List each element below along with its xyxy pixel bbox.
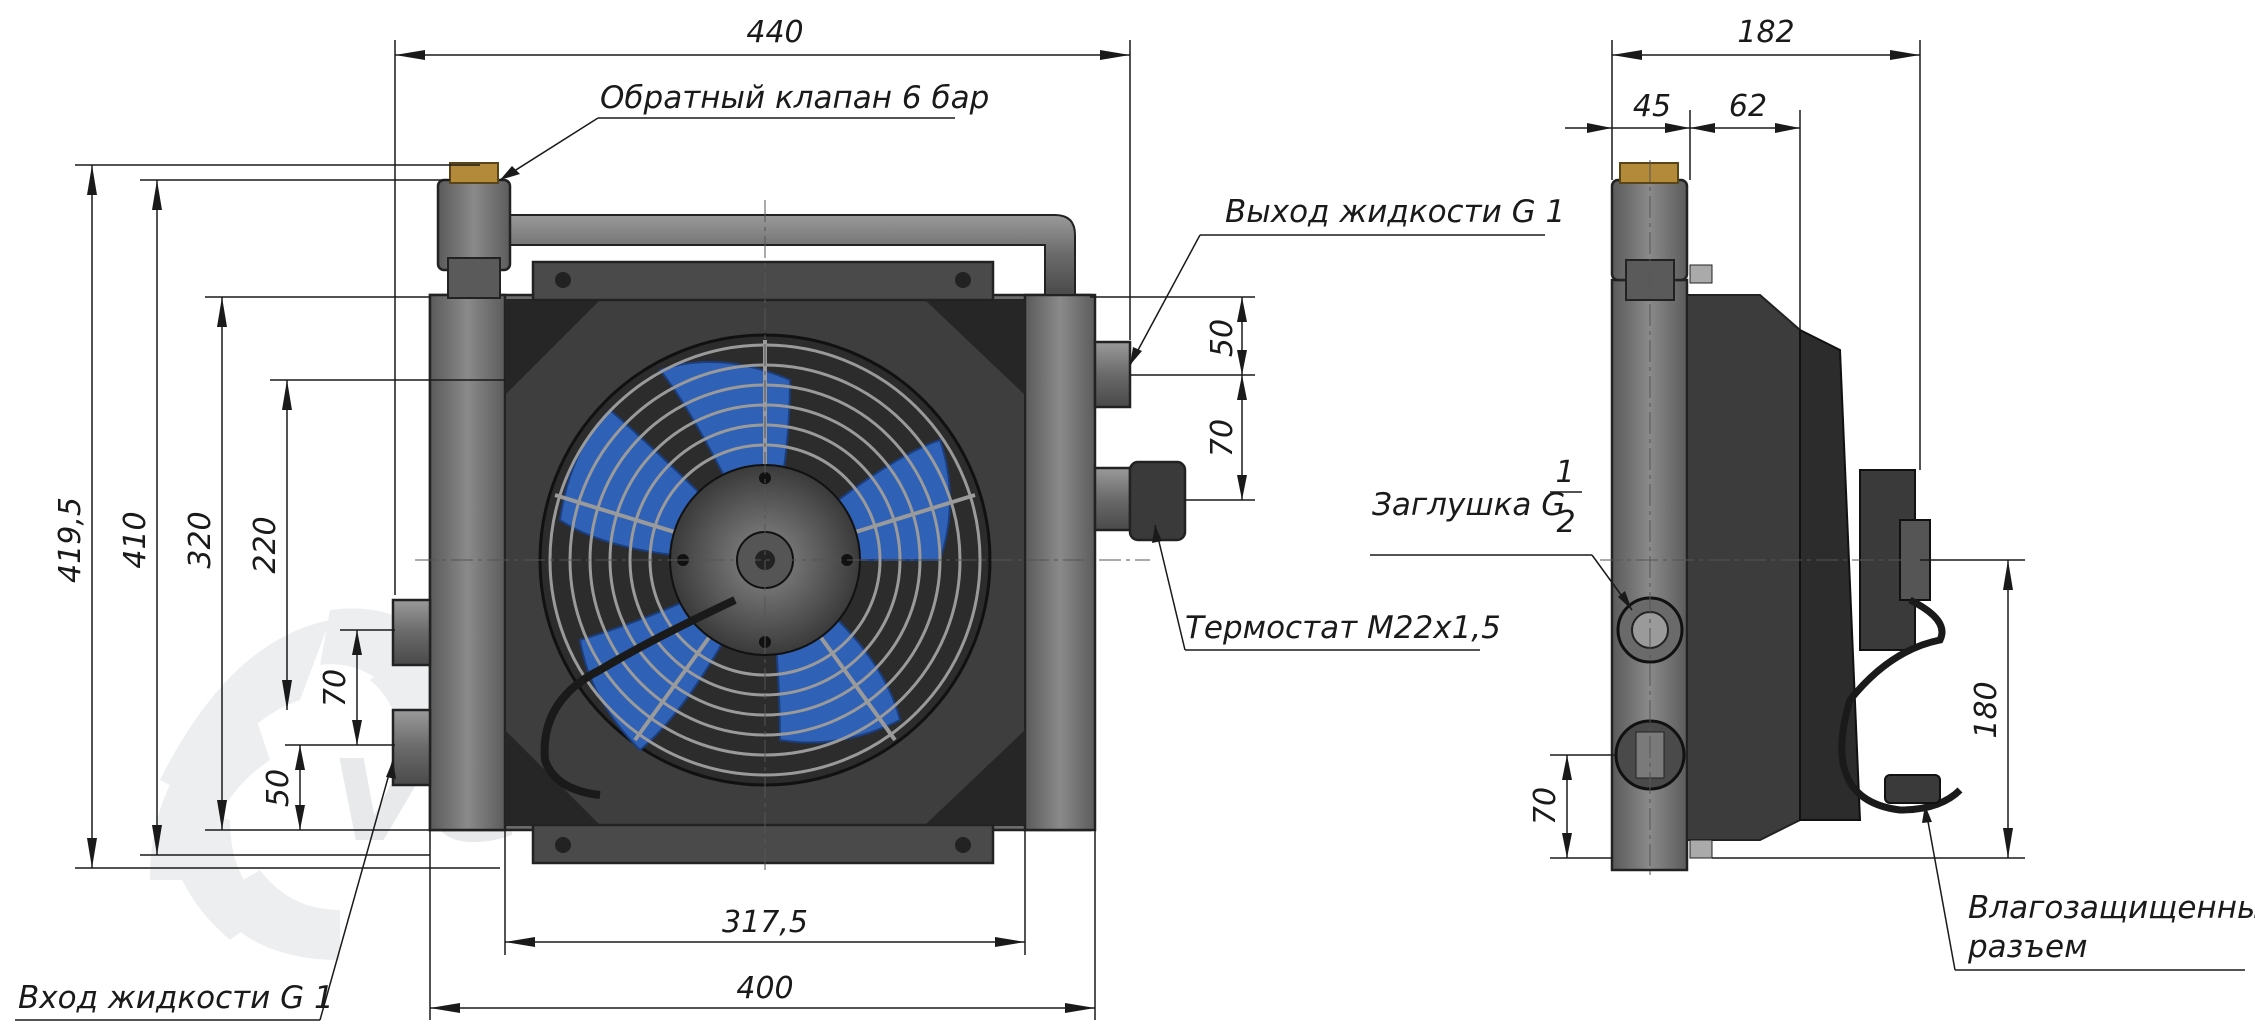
dim-height-320: 320 <box>183 511 218 568</box>
callout-plug-numerator: 1 <box>1555 455 1574 490</box>
inlet-port <box>391 708 432 787</box>
callout-plug-denominator: 2 <box>1556 505 1575 540</box>
dim-inlet-50: 50 <box>261 769 296 807</box>
dim-depth-45: 45 <box>1633 89 1671 124</box>
top-bracket <box>531 260 995 302</box>
dim-inlet-70: 70 <box>318 669 353 707</box>
dim-height-410: 410 <box>118 511 153 568</box>
callout-check-valve: Обратный клапан 6 бар <box>600 80 989 116</box>
side-shroud <box>1686 294 1801 841</box>
front-dimensions: 440 419,5 410 320 220 70 <box>53 15 1255 1020</box>
thermostat-port <box>1093 466 1132 532</box>
callout-thermostat: Термостат M22x1,5 <box>1185 610 1501 646</box>
fan-cable <box>540 596 737 799</box>
side-cable <box>1838 596 1963 814</box>
dim-outlet-50: 50 <box>1205 319 1240 357</box>
side-view <box>1600 160 1975 880</box>
dim-height-180: 180 <box>1969 681 2004 738</box>
dim-height-220: 220 <box>248 516 283 573</box>
bypass-pipe <box>499 214 1076 296</box>
callout-fluid-inlet: Вход жидкости G 1 <box>18 980 334 1016</box>
callout-fluid-outlet: Выход жидкости G 1 <box>1225 194 1565 230</box>
callout-connector-line2: разъем <box>1967 929 2088 965</box>
dim-height-419-5: 419,5 <box>53 497 88 583</box>
left-tank <box>428 293 507 832</box>
thermostat <box>1128 460 1187 542</box>
right-tank <box>1023 293 1097 832</box>
dim-width-400: 400 <box>736 971 793 1006</box>
callouts: Обратный клапан 6 бар Выход жидкости G 1… <box>15 80 2255 1021</box>
dim-outlet-70: 70 <box>1205 419 1240 457</box>
dim-side-70: 70 <box>1528 787 1563 825</box>
check-valve-body <box>436 178 512 272</box>
connector <box>1884 774 1941 804</box>
callout-connector-line1: Влагозащищенный <box>1968 890 2255 926</box>
dim-depth-62: 62 <box>1729 89 1767 124</box>
front-view <box>391 162 1187 870</box>
side-fan-guard <box>1799 328 1862 821</box>
plug-port-front <box>391 598 432 667</box>
outlet-port <box>1093 340 1132 409</box>
dim-width-317-5: 317,5 <box>722 905 808 940</box>
bottom-bracket <box>531 823 995 865</box>
callout-plug: Заглушка G <box>1372 487 1565 523</box>
dim-depth-182: 182 <box>1737 15 1794 50</box>
dim-width-440: 440 <box>746 15 803 50</box>
brass-cap <box>449 162 499 184</box>
side-dimensions: 182 45 62 180 70 <box>1528 15 2025 859</box>
